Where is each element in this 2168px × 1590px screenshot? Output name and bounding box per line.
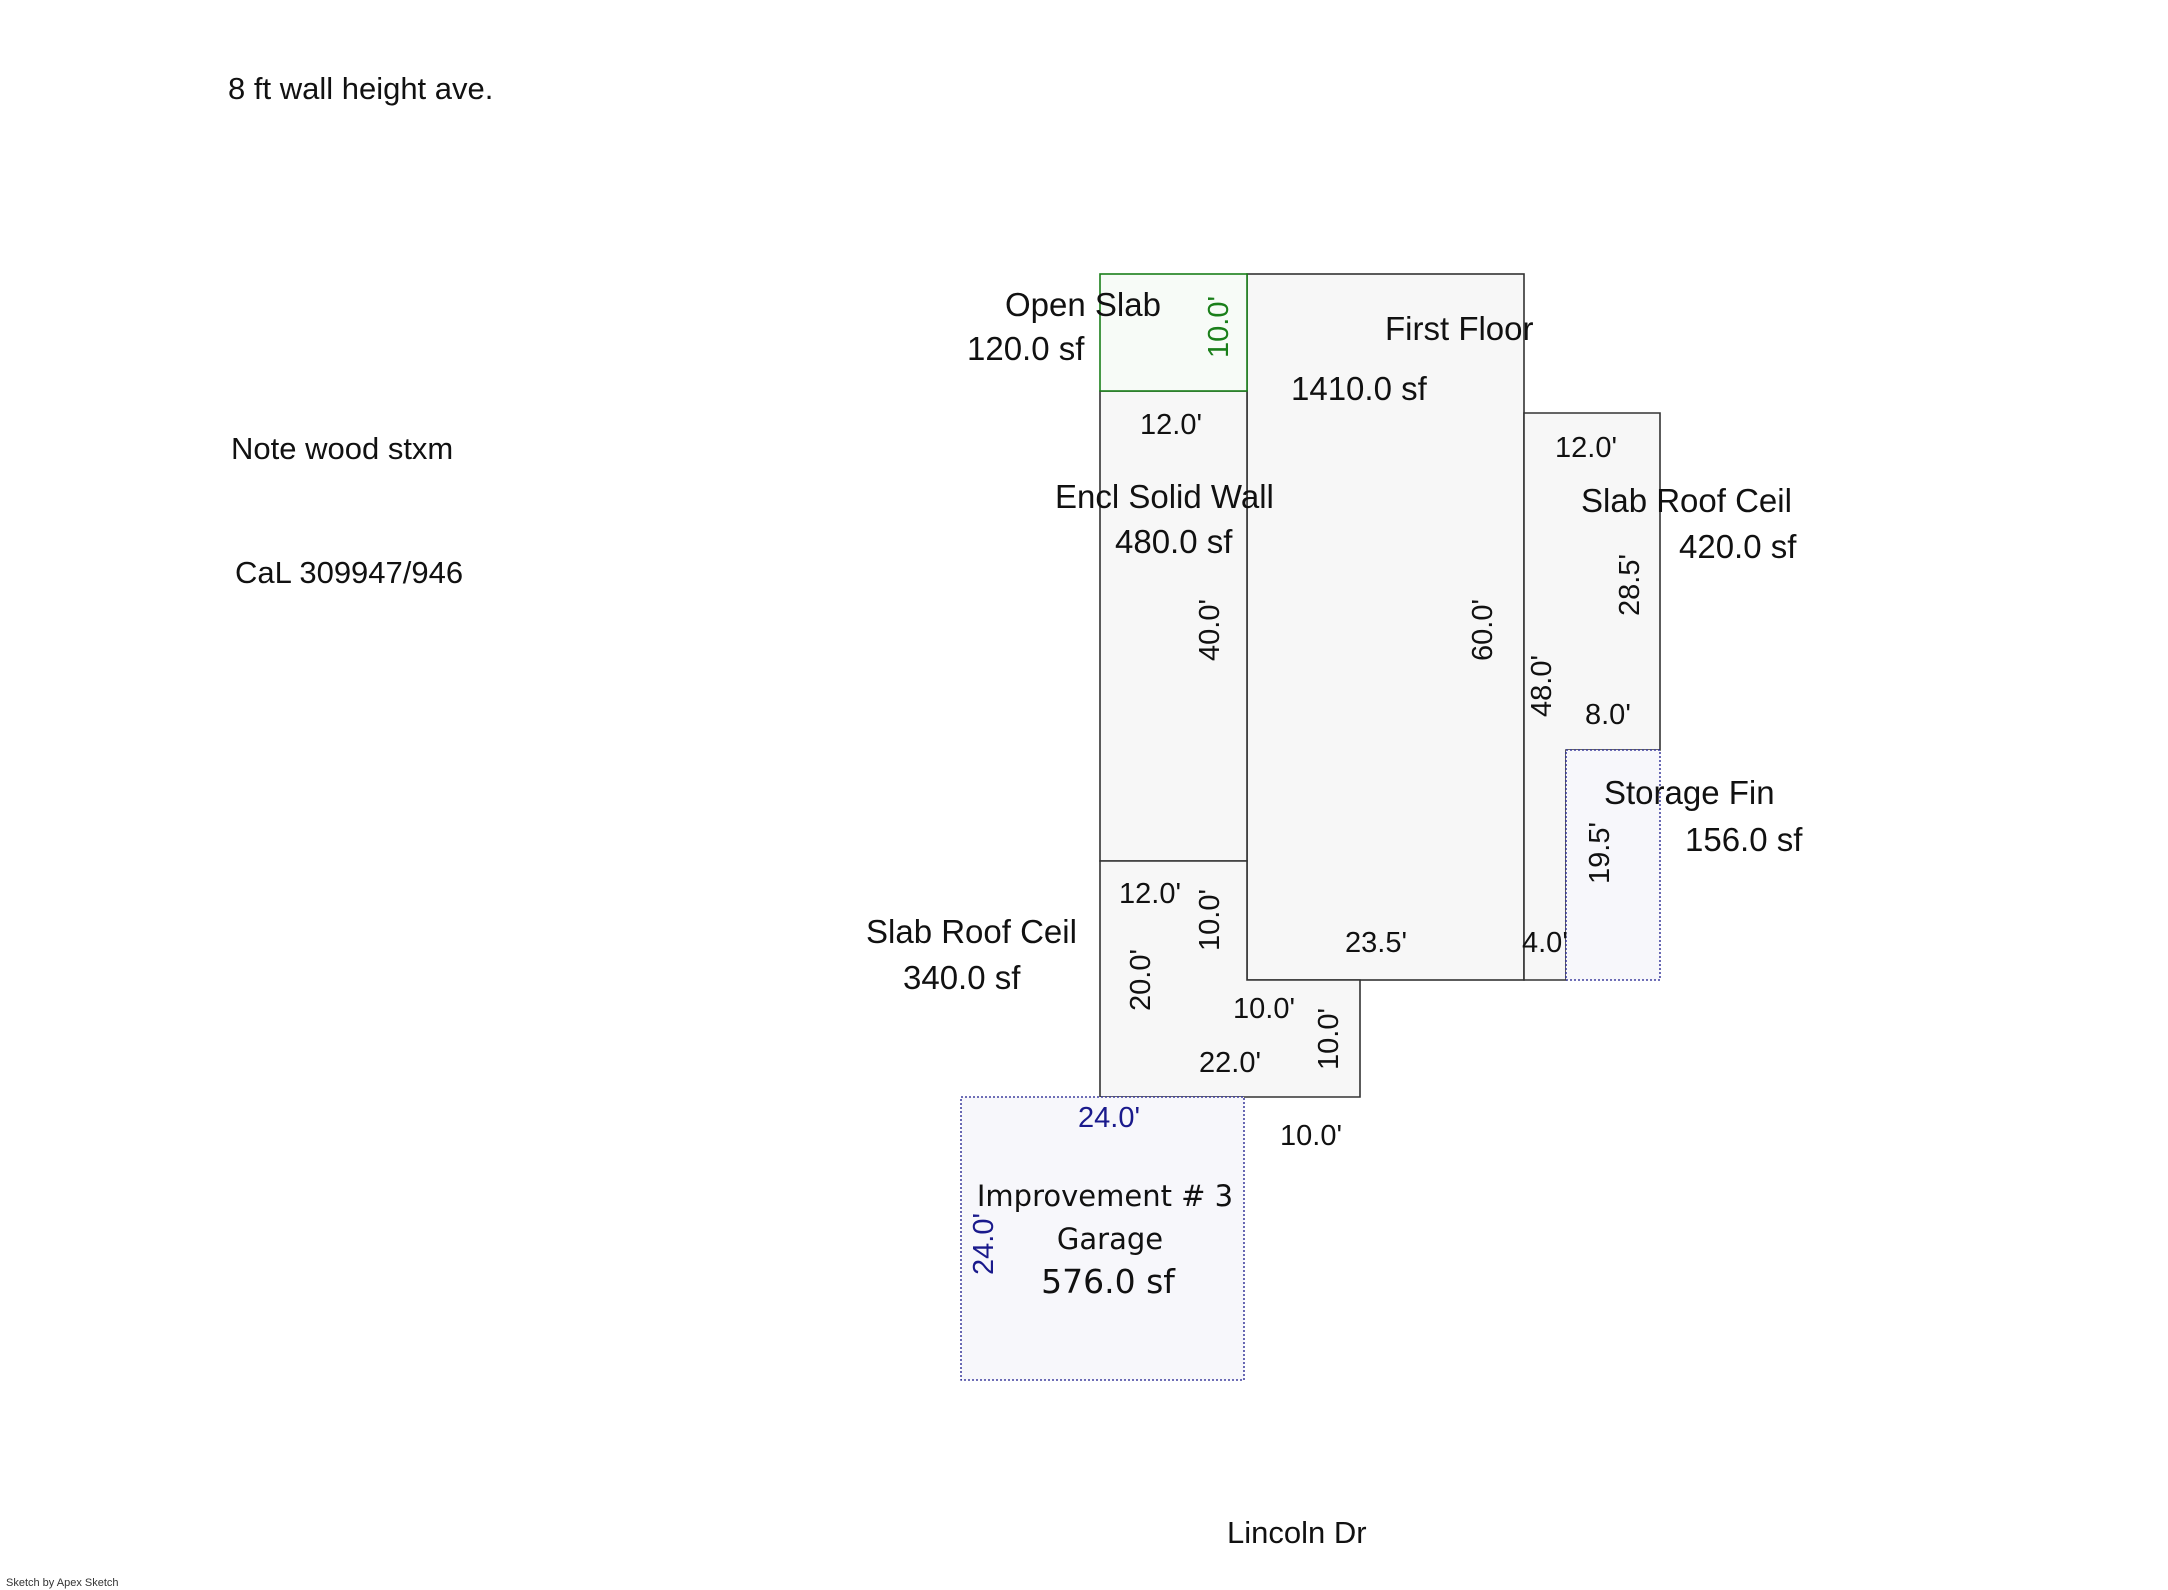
dim-first-floor-height: 60.0' bbox=[1467, 599, 1499, 661]
garage-improvement-label: Improvement # 3 bbox=[977, 1179, 1233, 1213]
slab-roof-ceil-right-label: Slab Roof Ceil bbox=[1581, 482, 1792, 519]
cal-note: CaL 309947/946 bbox=[235, 555, 463, 590]
dim-storage-height: 19.5' bbox=[1584, 822, 1616, 884]
slab-roof-ceil-right-size: 420.0 sf bbox=[1679, 528, 1797, 565]
open-slab-size: 120.0 sf bbox=[967, 330, 1085, 367]
storage-fin-label: Storage Fin bbox=[1604, 774, 1775, 811]
encl-solid-wall-area bbox=[1099, 390, 1248, 862]
dim-encl-width: 12.0' bbox=[1140, 409, 1202, 441]
dim-garage-left: 24.0' bbox=[968, 1213, 1000, 1275]
dim-slab-left-ext-top: 10.0' bbox=[1233, 993, 1295, 1025]
first-floor-size: 1410.0 sf bbox=[1291, 370, 1428, 407]
encl-solid-wall-label: Encl Solid Wall bbox=[1055, 478, 1274, 515]
dim-right-step: 8.0' bbox=[1585, 699, 1631, 731]
dim-first-floor-bottom: 23.5' bbox=[1345, 927, 1407, 959]
wall-height-note: 8 ft wall height ave. bbox=[228, 71, 493, 106]
garage-label: Garage bbox=[1057, 1222, 1163, 1256]
dim-right-height: 28.5' bbox=[1614, 554, 1646, 616]
first-floor-label: First Floor bbox=[1385, 310, 1534, 347]
dim-garage-top: 24.0' bbox=[1078, 1102, 1140, 1134]
street-name: Lincoln Dr bbox=[1227, 1515, 1367, 1550]
slab-roof-ceil-left-size: 340.0 sf bbox=[903, 959, 1021, 996]
dim-slab-left-ext-right: 10.0' bbox=[1313, 1008, 1345, 1070]
wood-note: Note wood stxm bbox=[231, 431, 453, 466]
open-slab-label: Open Slab bbox=[1005, 286, 1161, 323]
apex-credit: Sketch by Apex Sketch bbox=[6, 1577, 119, 1589]
encl-solid-wall-size: 480.0 sf bbox=[1115, 523, 1233, 560]
open-slab-area bbox=[1099, 273, 1248, 392]
dim-slab-left-top: 12.0' bbox=[1119, 878, 1181, 910]
dim-right-left: 48.0' bbox=[1526, 655, 1558, 717]
slab-roof-ceil-left-label: Slab Roof Ceil bbox=[866, 913, 1077, 950]
dim-step-bottom: 4.0' bbox=[1522, 927, 1568, 959]
dim-slab-left-left: 20.0' bbox=[1125, 949, 1157, 1011]
dim-right-top: 12.0' bbox=[1555, 432, 1617, 464]
garage-size: 576.0 sf bbox=[1041, 1262, 1176, 1301]
dim-slab-left-upper: 10.0' bbox=[1194, 889, 1226, 951]
storage-fin-size: 156.0 sf bbox=[1685, 821, 1803, 858]
dim-slab-left-bottom: 22.0' bbox=[1199, 1047, 1261, 1079]
storage-fin-area bbox=[1565, 749, 1661, 981]
garage-area bbox=[960, 1096, 1245, 1381]
dim-open-slab-height: 10.0' bbox=[1203, 296, 1235, 358]
first-floor-area bbox=[1246, 273, 1525, 981]
dim-below-ext: 10.0' bbox=[1280, 1120, 1342, 1152]
dim-encl-height: 40.0' bbox=[1194, 599, 1226, 661]
